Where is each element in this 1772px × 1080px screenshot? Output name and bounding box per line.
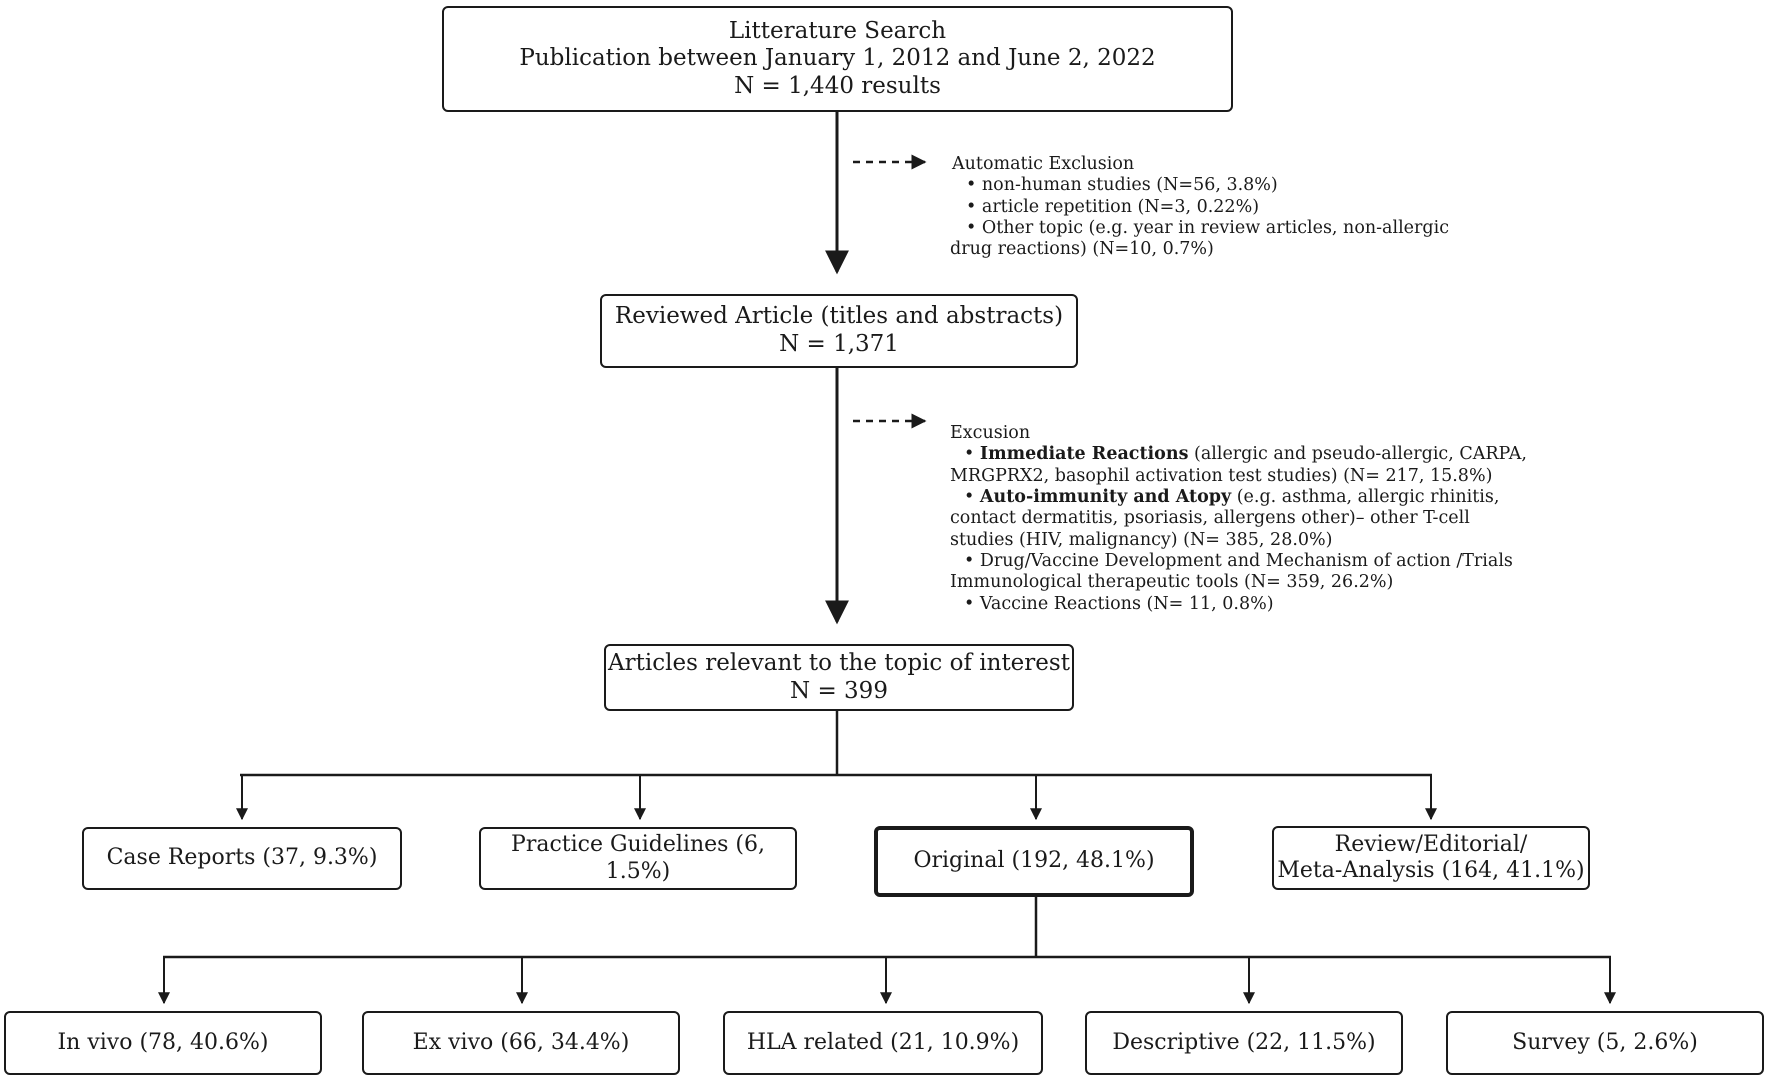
hla-related-label: HLA related (21, 10.9%): [746, 1029, 1020, 1055]
literature-search-title: Litterature Search: [728, 17, 947, 44]
reviewed-article-count: N = 1,371: [779, 331, 899, 357]
original-label: Original (192, 48.1%): [913, 848, 1155, 874]
practice-guidelines-label: Practice Guidelines (6, 1.5%): [511, 832, 765, 884]
immediate-reactions-detail: (allergic and pseudo-allergic, CARPA,: [1188, 444, 1527, 465]
drug-vaccine-item: • Drug/Vaccine Development and Mechanism…: [964, 551, 1513, 572]
bullet: •: [964, 444, 980, 465]
auto-immunity-detail-line: studies (HIV, malignancy) (N= 385, 28.0%…: [950, 529, 1333, 550]
descriptive-label: Descriptive (22, 11.5%): [1112, 1029, 1376, 1055]
exclusion-item: • article repetition (N=3, 0.22%): [966, 196, 1260, 217]
case-reports-label: Case Reports (37, 9.3%): [106, 845, 378, 871]
immediate-reactions-item: • Immediate Reactions (allergic and pseu…: [950, 444, 1527, 465]
auto-immunity-detail-line: contact dermatitis, psoriasis, allergens…: [950, 508, 1470, 529]
relevant-articles-count: N = 399: [790, 677, 888, 704]
auto-immunity-detail: (e.g. asthma, allergic rhinitis,: [1231, 487, 1500, 508]
exclusion-note: Excusion • Immediate Reactions (allergic…: [950, 423, 1527, 615]
exclusion-title: Excusion: [950, 423, 1031, 443]
reviewed-article-box: Reviewed Article (titles and abstracts) …: [600, 294, 1078, 368]
vaccine-reactions-item: • Vaccine Reactions (N= 11, 0.8%): [964, 593, 1274, 614]
original-box: Original (192, 48.1%): [874, 826, 1194, 897]
publication-range: Publication between January 1, 2012 and …: [519, 45, 1156, 72]
immediate-reactions-label: Immediate Reactions: [979, 444, 1189, 465]
auto-immunity-item: • Auto-immunity and Atopy (e.g. asthma, …: [950, 487, 1527, 508]
reviewed-article-title: Reviewed Article (titles and abstracts): [614, 303, 1064, 330]
survey-label: Survey (5, 2.6%): [1512, 1029, 1698, 1055]
exclusion-item: • Other topic (e.g. year in review artic…: [966, 218, 1449, 239]
ex-vivo-box: Ex vivo (66, 34.4%): [362, 1011, 680, 1075]
case-reports-box: Case Reports (37, 9.3%): [82, 827, 402, 890]
relevant-articles-box: Articles relevant to the topic of intere…: [604, 644, 1074, 711]
exclusion-item: drug reactions) (N=10, 0.7%): [950, 239, 1214, 260]
automatic-exclusion-note: Automatic Exclusion • non-human studies …: [950, 154, 1449, 261]
meta-analysis-label: Meta-Analysis (164, 41.1%): [1277, 858, 1585, 883]
immediate-reactions-detail-line: MRGPRX2, basophil activation test studie…: [950, 465, 1493, 486]
search-result-count: N = 1,440 results: [734, 72, 941, 99]
bullet: •: [964, 487, 980, 508]
exclusion-item: • non-human studies (N=56, 3.8%): [966, 175, 1278, 196]
hla-related-box: HLA related (21, 10.9%): [723, 1011, 1043, 1075]
review-editorial-label: Review/Editorial/: [1334, 831, 1528, 857]
in-vivo-label: In vivo (78, 40.6%): [57, 1029, 269, 1055]
practice-guidelines-box: Practice Guidelines (6, 1.5%): [479, 827, 797, 890]
auto-immunity-label: Auto-immunity and Atopy: [979, 487, 1232, 508]
in-vivo-box: In vivo (78, 40.6%): [4, 1011, 322, 1075]
automatic-exclusion-title: Automatic Exclusion: [952, 154, 1135, 174]
descriptive-box: Descriptive (22, 11.5%): [1085, 1011, 1403, 1075]
relevant-articles-title: Articles relevant to the topic of intere…: [608, 649, 1070, 676]
survey-box: Survey (5, 2.6%): [1446, 1011, 1764, 1075]
review-editorial-box: Review/Editorial/ Meta-Analysis (164, 41…: [1272, 826, 1590, 890]
literature-search-box: Litterature Search Publication between J…: [442, 6, 1233, 112]
drug-vaccine-detail-line: Immunological therapeutic tools (N= 359,…: [950, 572, 1394, 593]
ex-vivo-label: Ex vivo (66, 34.4%): [412, 1029, 630, 1055]
